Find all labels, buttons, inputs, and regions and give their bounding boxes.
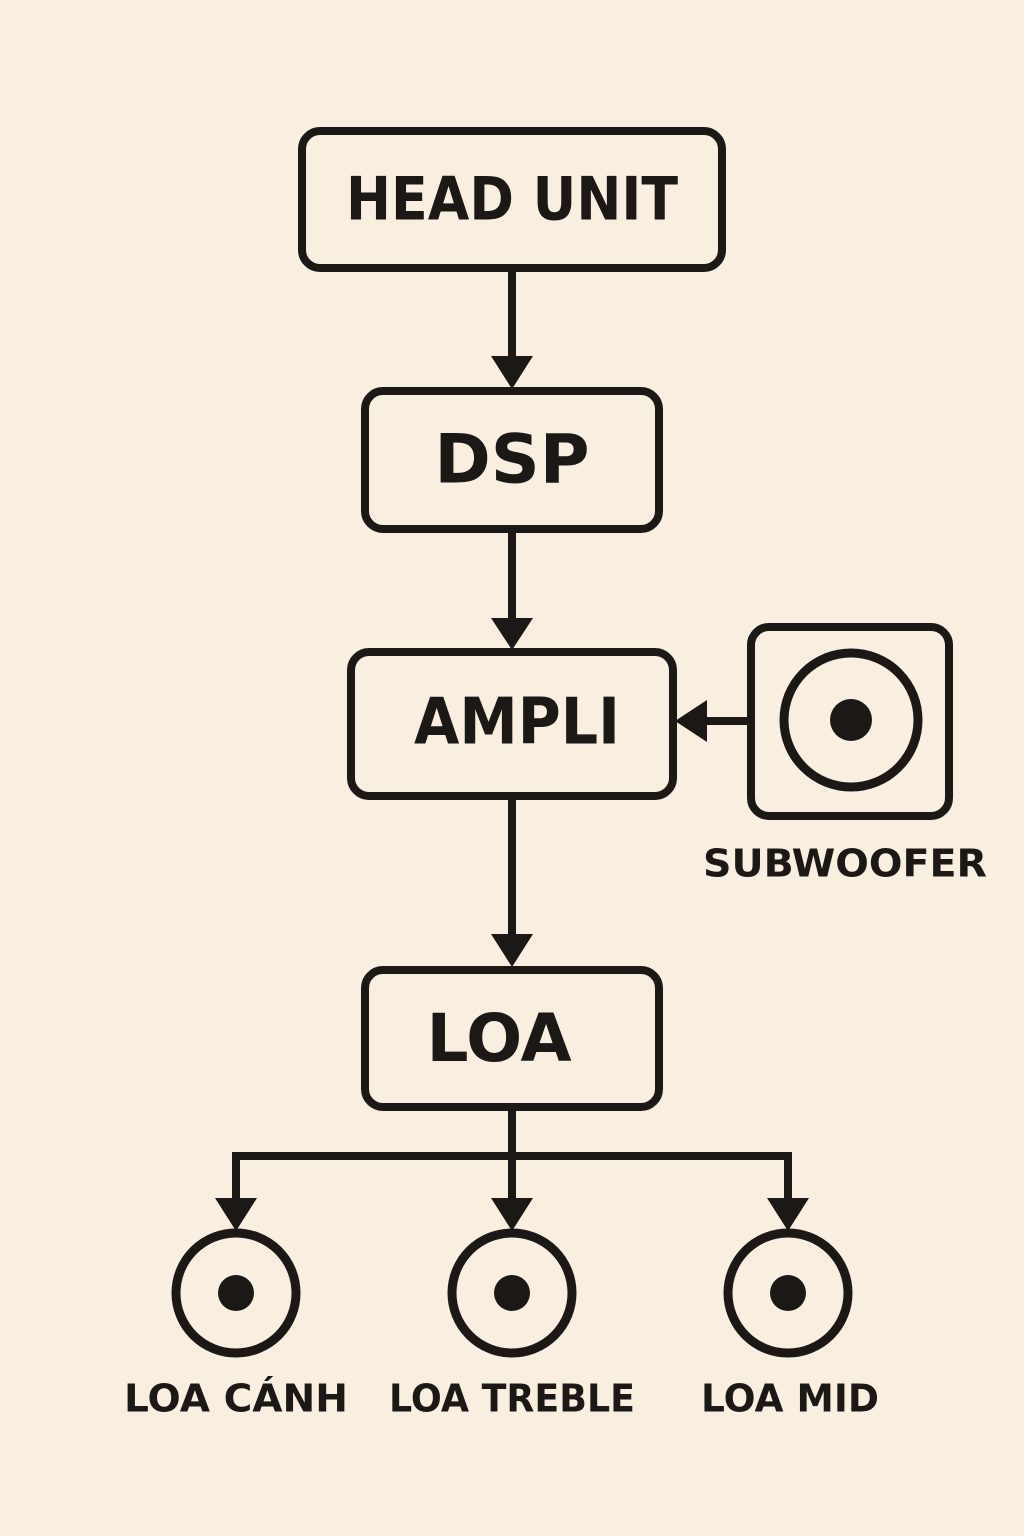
subwoofer-ring: [779, 648, 923, 792]
connector-loa-split: [215, 1111, 809, 1231]
speaker-ring: [447, 1228, 577, 1358]
speaker-ring: [171, 1228, 301, 1358]
speaker-label-loa-canh: LOA CÁNH: [124, 1377, 348, 1421]
speaker-label-loa-treble: LOA TREBLE: [389, 1377, 635, 1421]
dsp-node: DSP: [361, 387, 663, 533]
speaker-dot: [494, 1275, 530, 1311]
loa-node: LOA: [361, 966, 663, 1111]
dsp-label: DSP: [434, 421, 589, 500]
head-unit-node: HEAD UNIT: [298, 127, 726, 272]
speaker-loa-mid: LOA MID: [701, 1228, 879, 1421]
arrowhead: [491, 618, 533, 650]
connector-head-unit-to-dsp: [491, 272, 533, 389]
arrowhead-center: [491, 1198, 533, 1231]
subwoofer-node: SUBWOOFER: [703, 623, 987, 886]
connector-subwoofer-to-ampli: [675, 700, 749, 742]
speaker-loa-canh: LOA CÁNH: [124, 1228, 348, 1421]
subwoofer-cone-dot: [830, 699, 872, 741]
head-unit-label: HEAD UNIT: [346, 165, 678, 235]
speaker-dot: [218, 1275, 254, 1311]
connector-dsp-to-ampli: [491, 533, 533, 650]
subwoofer-label: SUBWOOFER: [703, 842, 987, 886]
arrowhead: [491, 934, 533, 967]
loa-label: LOA: [426, 1000, 571, 1077]
connector-ampli-to-loa: [491, 800, 533, 967]
arrowhead-right: [767, 1198, 809, 1231]
speaker-loa-treble: LOA TREBLE: [389, 1228, 635, 1421]
ampli-node: AMPLI: [347, 648, 677, 800]
subwoofer-box: [747, 623, 953, 820]
speaker-label-loa-mid: LOA MID: [701, 1377, 879, 1421]
arrowhead-left: [215, 1198, 257, 1231]
ampli-label: AMPLI: [414, 686, 620, 760]
arrowhead: [491, 356, 533, 389]
arrowhead: [675, 700, 707, 742]
speaker-ring: [723, 1228, 853, 1358]
speaker-dot: [770, 1275, 806, 1311]
